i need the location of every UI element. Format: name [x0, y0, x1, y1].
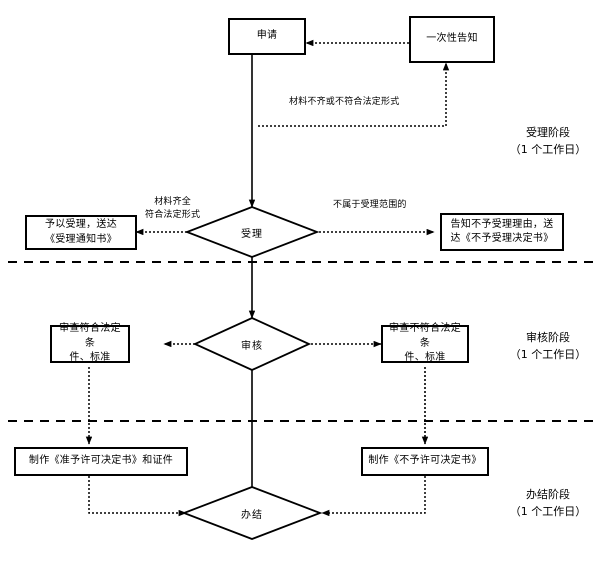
node-review-fail[interactable]: 审查不符合法定条 件、标准 [381, 323, 469, 364]
stage-annotation-review: 审核阶段 （1 个工作日） [509, 331, 587, 361]
decision-accept-shape [184, 206, 320, 258]
decision-finish-shape [181, 486, 323, 540]
decision-finish-label[interactable]: 办结 [241, 510, 263, 521]
edge-accept-to-one-time-notice [258, 62, 450, 127]
stage-annotation-acceptance: 受理阶段 （1 个工作日） [509, 126, 587, 156]
decision-review-label[interactable]: 审核 [241, 341, 263, 352]
edge-grant-to-finish [88, 476, 187, 517]
node-review-fail-line1: 审查不符合法定条 [388, 323, 462, 349]
node-one-time-notice[interactable]: 一次性告知 [409, 16, 495, 63]
node-review-fail-line2: 件、标准 [404, 352, 446, 364]
node-one-time-notice-label: 一次性告知 [426, 33, 478, 45]
edge-label-material-incomplete: 材料不齐或不符合法定形式 [289, 97, 400, 107]
node-accept-rejected-line1: 告知不予受理理由，送 [450, 218, 554, 230]
node-permit-grant[interactable]: 制作《准予许可决定书》和证件 [14, 447, 188, 476]
node-accept-rejected-line2: 达《不予受理决定书》 [450, 233, 554, 244]
stage-annotation-completion: 办结阶段 （1 个工作日） [509, 488, 587, 518]
node-permit-deny-label: 制作《不予许可决定书》 [368, 455, 482, 467]
edge-deny-to-finish [321, 476, 426, 517]
node-accept-approved[interactable]: 予以受理，送达 《受理通知书》 [25, 215, 137, 250]
edge-label-out-of-scope: 不属于受理范围的 [333, 200, 407, 210]
decision-review-shape [192, 317, 312, 371]
node-permit-deny[interactable]: 制作《不予许可决定书》 [361, 447, 489, 476]
node-accept-approved-line2: 《受理通知书》 [44, 233, 118, 245]
node-review-pass[interactable]: 审查符合法定条 件、标准 [50, 323, 130, 364]
node-accept-rejected[interactable]: 告知不予受理理由，送 达《不予受理决定书》 [440, 213, 564, 251]
node-review-pass-line2: 件、标准 [69, 352, 111, 364]
node-accept-approved-line1: 予以受理，送达 [44, 219, 118, 230]
edge-label-material-complete: 材料齐全 符合法定形式 [145, 197, 201, 220]
decision-accept-label[interactable]: 受理 [241, 229, 263, 240]
node-review-pass-line1: 审查符合法定条 [59, 323, 121, 349]
node-permit-grant-label: 制作《准予许可决定书》和证件 [28, 455, 174, 467]
node-apply-label: 申请 [256, 30, 278, 42]
node-apply[interactable]: 申请 [228, 18, 306, 55]
